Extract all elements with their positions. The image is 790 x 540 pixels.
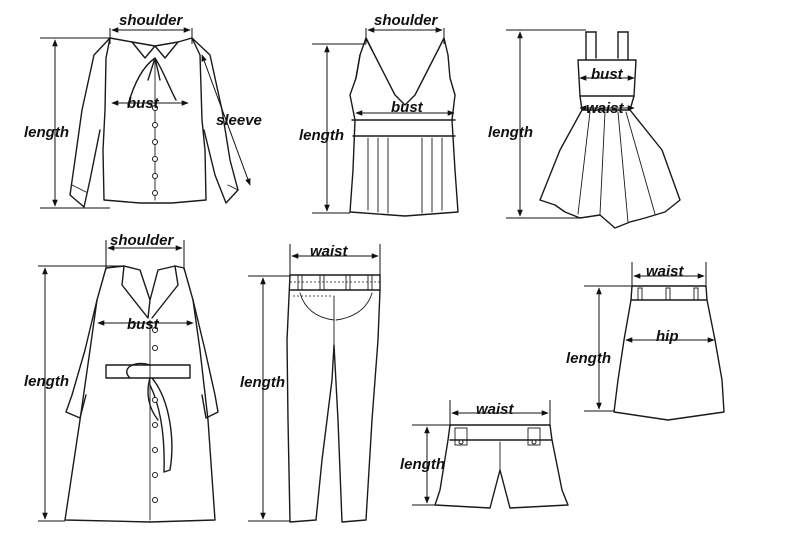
blouse-sleeve-label: sleeve — [216, 112, 262, 129]
tank-top-measurements: shoulder bust length — [299, 12, 455, 214]
sundress-measurements: bust waist length — [488, 29, 635, 219]
blouse-bust-label: bust — [127, 95, 160, 112]
tank-top-shoulder-label: shoulder — [374, 12, 439, 29]
tank-top-illustration — [349, 37, 459, 217]
shorts-length-label: length — [400, 456, 445, 473]
sundress-waist-label: waist — [586, 100, 625, 117]
sundress-illustration — [539, 31, 681, 229]
trousers-waist-label: waist — [310, 243, 349, 260]
tank-top-bust-label: bust — [391, 99, 424, 116]
trench-coat-shoulder-label: shoulder — [110, 232, 175, 249]
trench-coat-measurements: shoulder bust length — [24, 232, 194, 522]
trousers-illustration — [286, 274, 381, 523]
blouse-measurements: shoulder bust length sleeve — [24, 12, 262, 209]
trousers-belt-loops — [297, 274, 373, 291]
skirt-illustration — [613, 285, 725, 421]
blouse-illustration — [69, 37, 239, 208]
sundress-bust-label: bust — [591, 66, 624, 83]
blouse-shoulder-label: shoulder — [119, 12, 184, 29]
skirt-hip-label: hip — [656, 328, 679, 345]
trench-coat-bust-label: bust — [127, 316, 160, 333]
shorts-measurements: waist length — [400, 400, 551, 506]
skirt-waist-label: waist — [646, 263, 685, 280]
skirt-length-label: length — [566, 350, 611, 367]
trousers-measurements: waist length — [240, 243, 381, 522]
skirt-measurements: waist hip length — [566, 262, 715, 412]
trench-coat-length-label: length — [24, 373, 69, 390]
blouse-length-label: length — [24, 124, 69, 141]
tank-top-length-label: length — [299, 127, 344, 144]
shorts-waist-label: waist — [476, 401, 515, 418]
shorts-illustration — [434, 424, 569, 509]
sundress-length-label: length — [488, 124, 533, 141]
trench-coat-illustration — [64, 265, 219, 523]
blouse-buttons — [152, 105, 158, 196]
trench-coat-buttons — [152, 327, 158, 503]
trousers-length-label: length — [240, 374, 285, 391]
